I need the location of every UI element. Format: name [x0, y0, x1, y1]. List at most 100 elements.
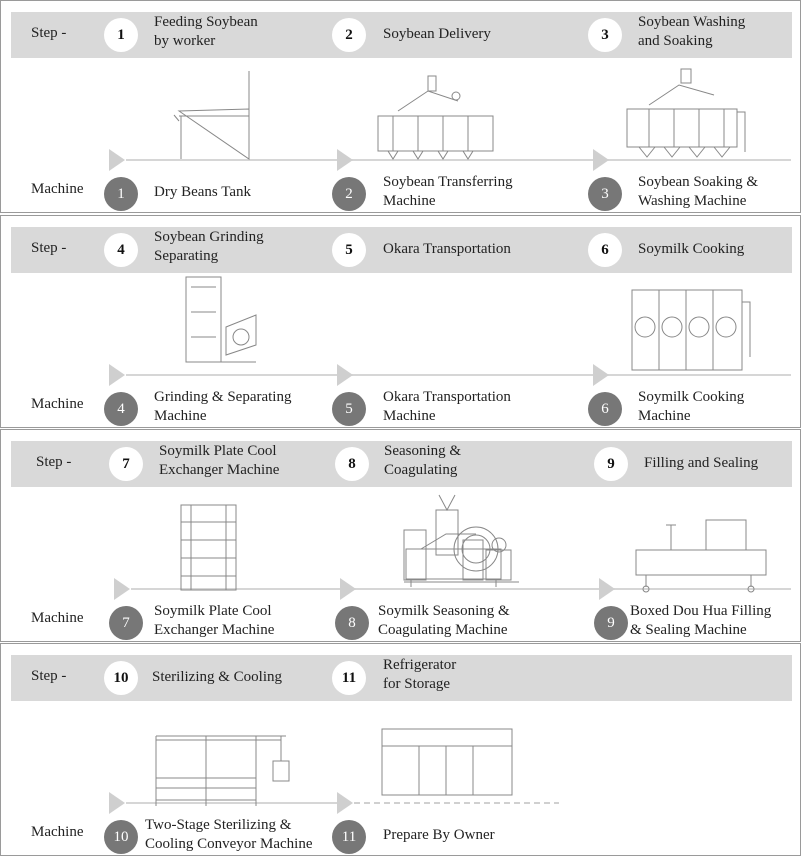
flow-arrow-icon: [593, 364, 609, 386]
machine-row-label: Machine: [31, 181, 84, 197]
dry-beans-tank-drawing: [169, 71, 269, 171]
flow-arrow-icon: [340, 578, 356, 600]
grinding-machine-drawing: [181, 272, 271, 377]
step-label-line: Soybean Grinding: [154, 229, 264, 245]
machine-label-line: Exchanger Machine: [154, 622, 275, 638]
step-label: Soymilk Cooking: [638, 240, 744, 259]
machine-label-line: Soybean Transferring: [383, 174, 513, 190]
machine-number-badge: 9: [594, 606, 628, 640]
step-row-label: Step -: [31, 25, 67, 41]
step-number-badge: 10: [104, 661, 138, 695]
plate-exchanger-drawing: [176, 500, 246, 600]
sterilizing-conveyor-drawing: [151, 728, 291, 813]
step-row-label: Step -: [36, 454, 72, 470]
flow-arrow-icon: [337, 149, 353, 171]
step-row-label: Step -: [31, 240, 67, 256]
machine-label-line: Dry Beans Tank: [154, 184, 251, 200]
machine-row-label: Machine: [31, 610, 84, 626]
machine-label-line: Machine: [638, 408, 691, 424]
machine-label-line: Boxed Dou Hua Filling: [630, 603, 772, 619]
step-label-line: Soybean Washing: [638, 14, 746, 30]
seasoning-machine-drawing: [401, 490, 526, 595]
machine-label-line: Washing Machine: [638, 193, 747, 209]
step-number-badge: 3: [588, 18, 622, 52]
step-label: Refrigerator for Storage: [383, 656, 456, 694]
step-label-line: Soymilk Plate Cool: [159, 443, 277, 459]
step-label-line: by worker: [154, 33, 216, 49]
step-number-badge: 4: [104, 233, 138, 267]
flow-arrow-icon: [109, 364, 125, 386]
refrigerator-drawing: [381, 728, 513, 803]
machine-label: Soybean Soaking & Washing Machine: [638, 173, 758, 211]
machine-number-badge: 3: [588, 177, 622, 211]
step-number-badge: 11: [332, 661, 366, 695]
machine-label-line: Machine: [154, 408, 207, 424]
step-label: Soybean Delivery: [383, 25, 491, 44]
step-label: Seasoning &Coagulating: [384, 442, 461, 480]
step-number-badge: 9: [594, 447, 628, 481]
okara-machine-drawing: [401, 514, 511, 599]
step-label: Okara Transportation: [383, 240, 511, 259]
flow-arrow-icon: [109, 792, 125, 814]
machine-label: Prepare By Owner: [383, 826, 495, 845]
flow-arrow-icon: [337, 792, 353, 814]
flow-arrow-icon: [109, 149, 125, 171]
step-label-line: Separating: [154, 248, 219, 264]
machine-row-label: Machine: [31, 824, 84, 840]
machine-label-line: Machine: [383, 408, 436, 424]
machine-number-badge: 4: [104, 392, 138, 426]
step-label: Filling and Sealing: [644, 454, 758, 473]
step-band: [11, 12, 792, 58]
step-label-line: Soymilk Cooking: [638, 241, 745, 257]
step-label-line: Exchanger Machine: [159, 462, 280, 478]
machine-label-line: Soybean Soaking &: [638, 174, 758, 190]
machine-label-line: Okara Transportation: [383, 389, 511, 405]
flow-line: [126, 802, 349, 804]
cooking-machine-drawing: [629, 282, 754, 387]
step-number-badge: 2: [332, 18, 366, 52]
machine-label: Two-Stage Sterilizing &Cooling Conveyor …: [145, 816, 312, 854]
machine-number-badge: 8: [335, 606, 369, 640]
step-number-badge: 8: [335, 447, 369, 481]
filling-machine-drawing: [631, 515, 771, 600]
machine-label-line: Coagulating Machine: [378, 622, 508, 638]
machine-number-badge: 5: [332, 392, 366, 426]
machine-number-badge: 7: [109, 606, 143, 640]
machine-label: Boxed Dou Hua Filling& Sealing Machine: [630, 602, 771, 640]
flow-line: [126, 374, 791, 376]
machine-number-badge: 6: [588, 392, 622, 426]
flow-arrow-icon: [599, 578, 615, 600]
transferring-machine-drawing: [373, 71, 498, 171]
step-label-line: for Storage: [383, 676, 451, 692]
machine-label-line: Cooling Conveyor Machine: [145, 836, 313, 852]
flow-arrow-icon: [114, 578, 130, 600]
machine-label: Soymilk Seasoning &Coagulating Machine: [378, 602, 510, 640]
step-label: Sterilizing & Cooling: [152, 668, 282, 687]
flow-arrow-icon: [337, 364, 353, 386]
step-label-line: Filling and Sealing: [644, 455, 759, 471]
step-band: [11, 655, 792, 701]
flow-arrow-icon: [593, 149, 609, 171]
step-label-line: Soybean Delivery: [383, 26, 491, 42]
step-label-line: Sterilizing & Cooling: [152, 669, 282, 685]
flow-line-dashed: [354, 802, 559, 804]
machine-label-line: Grinding & Separating: [154, 389, 292, 405]
machine-label: Dry Beans Tank: [154, 183, 251, 202]
step-number-badge: 6: [588, 233, 622, 267]
soaking-machine-drawing: [619, 67, 749, 167]
machine-label-line: Soymilk Cooking: [638, 389, 745, 405]
step-row-label: Step -: [31, 668, 67, 684]
step-label-line: Refrigerator: [383, 657, 457, 673]
machine-number-badge: 11: [332, 820, 366, 854]
